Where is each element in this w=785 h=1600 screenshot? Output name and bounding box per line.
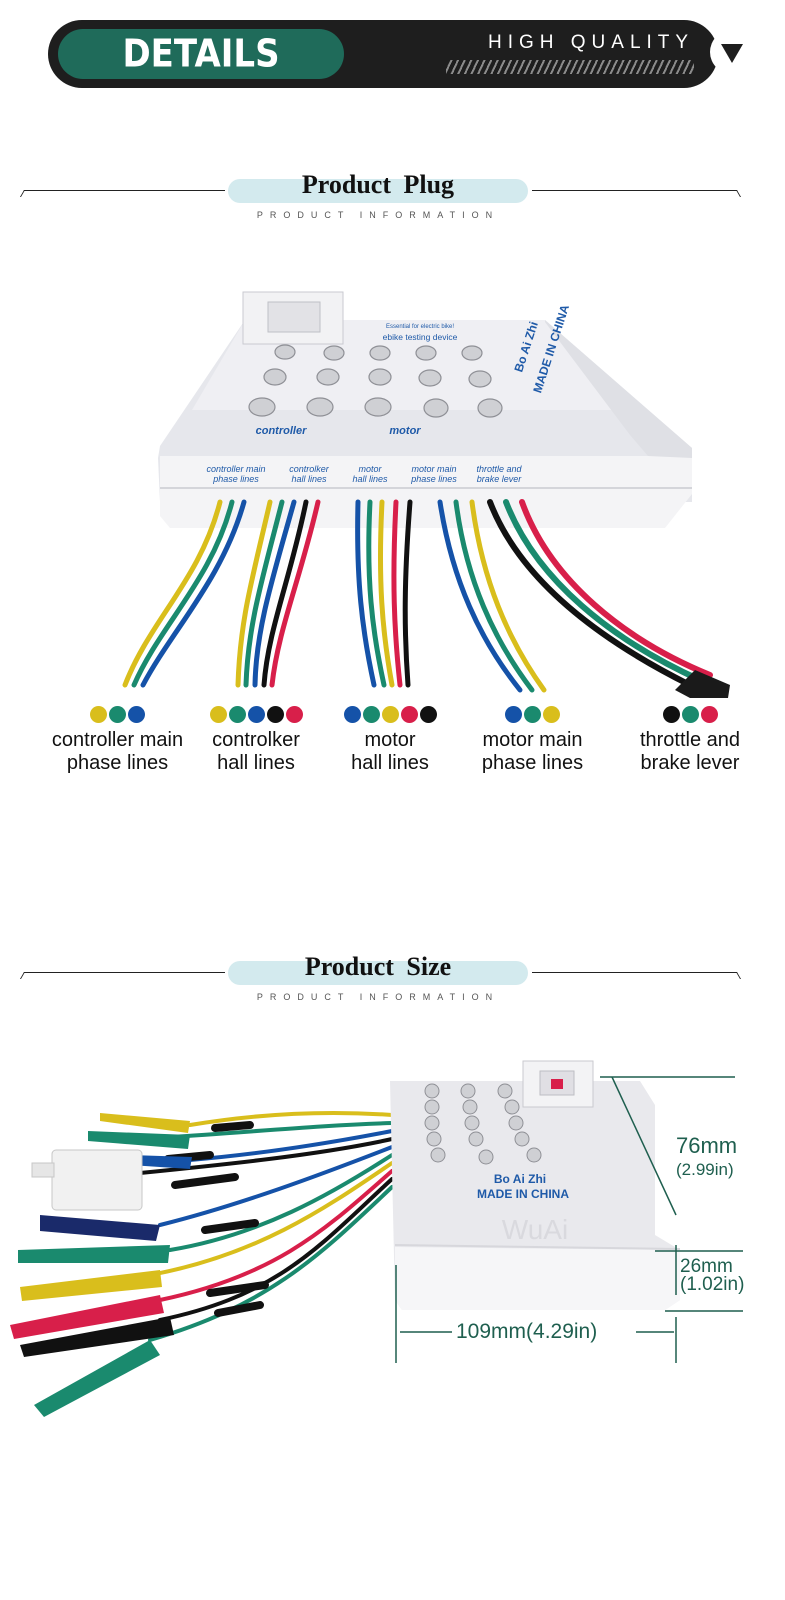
wire-color-dot-green (228, 706, 246, 723)
dimension-depth-in: (1.02in) (680, 1274, 745, 1295)
legend-dots (625, 706, 755, 726)
side-label-controller-main: controller main (206, 464, 265, 474)
divider-right (532, 190, 737, 191)
divider-left (25, 972, 225, 973)
wire-color-dot-yellow (209, 706, 227, 723)
chevron-down-icon[interactable] (710, 30, 754, 74)
divider-tick-right (729, 190, 742, 197)
side-label-controlker: controlker (289, 464, 330, 474)
wuai-logo: WuAi (502, 1214, 568, 1245)
wire-color-dot-green (524, 706, 541, 723)
details-label: DETAILS (122, 31, 280, 77)
wire-color-dot-black (419, 706, 437, 723)
wire-color-dot-black (266, 706, 284, 723)
divider-tick-left (19, 972, 32, 979)
side-label-hall: hall lines (291, 474, 327, 484)
side-label-throttle: throttle and (476, 464, 522, 474)
side-label-motor-hall: hall lines (352, 474, 388, 484)
dimension-height: 76mm (676, 1133, 738, 1158)
wire-color-dot-yellow (90, 706, 107, 723)
divider-right (532, 972, 737, 973)
side-label-brake: brake lever (477, 474, 523, 484)
heading-pill (228, 961, 528, 985)
dimension-width: 109mm(4.29in) (456, 1320, 598, 1343)
divider-tick-left (19, 190, 32, 197)
dimension-height-in: (2.99in) (676, 1160, 734, 1179)
device-made-in: MADE IN CHINA (477, 1187, 569, 1201)
wire-color-dot-blue (505, 706, 522, 723)
legend-dots (196, 706, 316, 726)
wire-color-dot-blue (128, 706, 145, 723)
high-quality-label: HIGH QUALITY (488, 32, 695, 53)
legend-dots (465, 706, 600, 726)
device-controller-label: controller (256, 425, 307, 437)
section-title: Product Plug (301, 170, 455, 199)
wire-color-dot-blue (247, 706, 265, 723)
side-label-motor-phase: phase lines (410, 474, 457, 484)
wire-color-dot-yellow (543, 706, 560, 723)
divider-left (25, 190, 225, 191)
legend-dots (30, 706, 205, 726)
section-heading-plug: Product Plug PRODUCT INFORMATION (19, 170, 745, 230)
heading-pill (228, 179, 528, 203)
divider-tick-right (729, 972, 742, 979)
details-pill: DETAILS (58, 29, 344, 79)
wire-color-dot-blue (343, 706, 361, 723)
side-label-motor-main: motor main (411, 464, 456, 474)
side-label-motor: motor (358, 464, 382, 474)
section-heading-size: Product Size PRODUCT INFORMATION (19, 952, 745, 1012)
wire-color-dot-green (681, 706, 699, 723)
section-title: Product Size (304, 952, 452, 981)
wire-color-dot-black (662, 706, 680, 723)
section-subtitle: PRODUCT INFORMATION (256, 992, 500, 1002)
legend-dots (330, 706, 450, 726)
wire-color-dot-green (362, 706, 380, 723)
wire-color-dot-yellow (381, 706, 399, 723)
hatch-decoration (446, 60, 694, 74)
device-motor-label: motor (389, 425, 421, 437)
device-top-label-1: Essential for electric bike! (386, 324, 454, 330)
product-size-image: Bo Ai Zhi MADE IN CHINA WuAi (10, 1060, 743, 1417)
section-subtitle: PRODUCT INFORMATION (256, 210, 500, 220)
header-banner: DETAILS HIGH QUALITY (48, 20, 754, 88)
wire-color-dot-green (109, 706, 126, 723)
device-brand: Bo Ai Zhi (494, 1172, 546, 1186)
product-plug-image: Essential for electric bike! ebike testi… (122, 291, 730, 698)
wire-color-dot-red (285, 706, 303, 723)
side-label-phase: phase lines (212, 474, 259, 484)
wire-color-dot-red (700, 706, 718, 723)
wire-color-dot-red (400, 706, 418, 723)
dimension-depth: 26mm (680, 1256, 733, 1277)
device-top-label-2: ebike testing device (383, 332, 458, 342)
